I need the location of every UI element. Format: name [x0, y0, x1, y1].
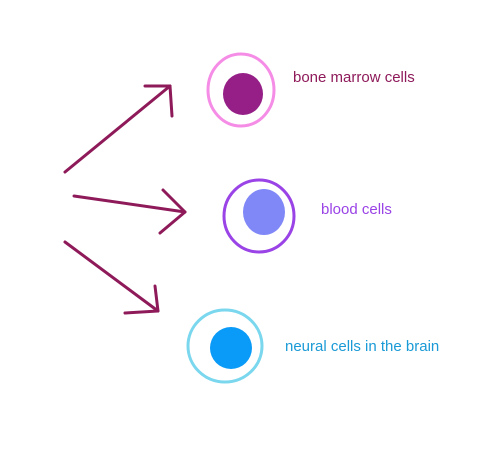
blood-cells-label: blood cells: [321, 201, 392, 218]
bone-marrow-cell-membrane: [206, 52, 276, 128]
arrow-to-bone-marrow: [63, 84, 174, 174]
bone-marrow-cells-label: bone marrow cells: [293, 69, 415, 86]
bone-marrow-cell-nucleus: [223, 73, 263, 115]
neural-cell: [186, 308, 264, 384]
arrow-to-blood: [72, 188, 187, 235]
neural-cell-nucleus: [210, 327, 252, 369]
blood-cell-nucleus: [243, 189, 285, 235]
bone-marrow-cell: [206, 52, 276, 128]
blood-cell: [222, 178, 296, 254]
neural-cell-membrane: [186, 308, 264, 384]
arrow-to-neural: [63, 240, 160, 315]
neural-cells-label: neural cells in the brain: [285, 338, 439, 355]
blood-cell-membrane: [222, 178, 296, 254]
